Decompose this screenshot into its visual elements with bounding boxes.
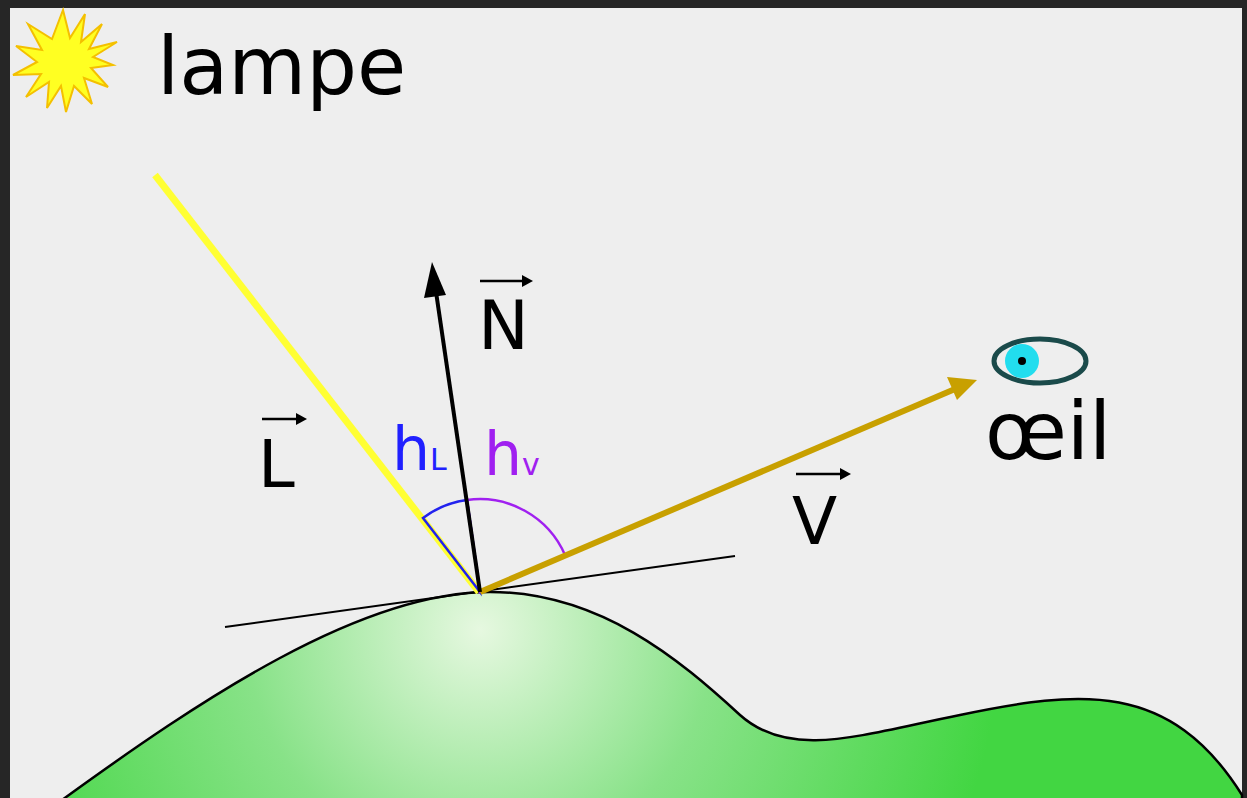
normal-label: N [478,292,529,360]
normal-arrowhead [424,262,446,298]
eye-label: œil [985,392,1111,472]
angle-label: hL [392,419,447,479]
view-arrowhead [947,377,977,400]
sun-symbol [13,10,117,112]
light-label: L [258,432,295,498]
eye-symbol [994,339,1086,383]
lamp-label: lampe [157,27,406,107]
green-surface [62,592,1242,798]
light-ray [155,175,479,592]
angle-label: hv [484,424,540,484]
view-label: V [792,489,837,555]
view-vector [480,389,955,592]
eye-iris [1005,344,1039,378]
normal-vector [435,285,480,592]
vector-marks [262,275,851,480]
eye-pupil [1018,357,1026,365]
